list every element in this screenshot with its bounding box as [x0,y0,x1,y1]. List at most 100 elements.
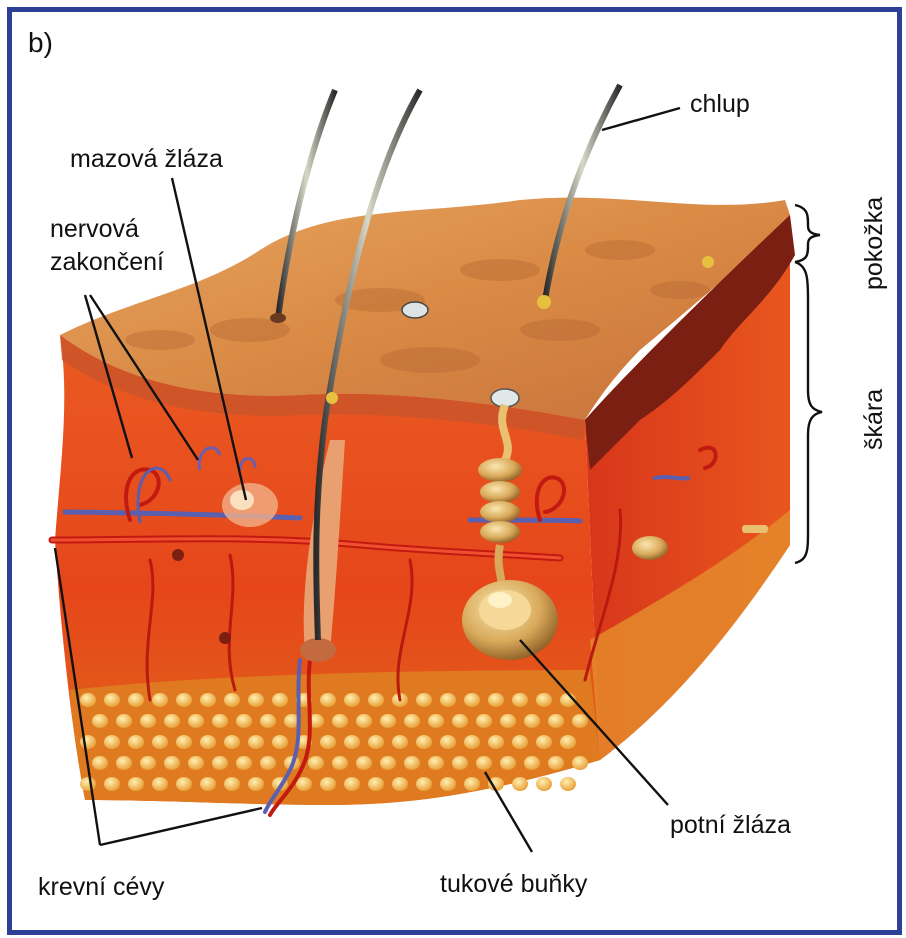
panel-label: b) [28,27,53,58]
fat-cell [104,735,120,749]
fat-cell [380,756,396,770]
fat-cell [224,735,240,749]
fat-cell [236,714,252,728]
fat-cell [80,693,96,707]
fat-cell [428,756,444,770]
fat-cell [212,756,228,770]
label-nerve-endings-line2: zakončení [50,248,164,276]
fat-cell [500,756,516,770]
side-duct [742,525,768,533]
fat-cell [104,693,120,707]
fat-cell [464,735,480,749]
fat-cell [464,693,480,707]
fat-cell [236,756,252,770]
fat-cell [200,693,216,707]
fat-cell [560,777,576,791]
fat-cell [80,777,96,791]
fat-cell [488,693,504,707]
fat-cell [548,714,564,728]
fat-cell [128,693,144,707]
fat-cell [344,777,360,791]
fat-cell [116,756,132,770]
fat-cell [512,777,528,791]
fat-cell [176,693,192,707]
fat-cell [404,714,420,728]
fat-cell [272,693,288,707]
fat-cell [488,735,504,749]
fat-cell [572,756,588,770]
fat-cell [248,693,264,707]
fat-cell [380,714,396,728]
fat-cell [332,714,348,728]
fat-cell [416,693,432,707]
fat-cell [200,735,216,749]
fat-cell [80,735,96,749]
fat-cell [92,756,108,770]
fat-cell [224,777,240,791]
label-sweat-gland: potní žláza [670,811,791,839]
fat-cell [296,777,312,791]
fat-cell [260,714,276,728]
fat-cell [200,777,216,791]
fat-cell [368,693,384,707]
fat-cell [188,714,204,728]
sebaceous-gland [222,483,278,527]
fat-cell [260,756,276,770]
fat-cell [188,756,204,770]
fat-cell [440,735,456,749]
pore [402,302,428,318]
fat-cell [92,714,108,728]
fat-cell [320,777,336,791]
fat-cell [524,714,540,728]
vessels-leader-2 [100,808,262,845]
fat-cell [344,693,360,707]
fat-cell [320,693,336,707]
fat-cell [152,777,168,791]
pore [326,392,338,404]
vessel-section [219,632,231,644]
fat-cell [356,714,372,728]
fat-cell [500,714,516,728]
fat-cell [512,735,528,749]
fat-cell [164,756,180,770]
fat-cell [224,693,240,707]
fat-cell [416,735,432,749]
fat-cell [140,756,156,770]
fat-cell [572,714,588,728]
fat-cell [308,756,324,770]
fat-cell [128,735,144,749]
label-blood-vessels: krevní cévy [38,873,165,901]
dermis-brace [795,262,822,563]
label-dermis: škára [860,389,888,450]
fat-cell [344,735,360,749]
fat-cell [368,777,384,791]
hair-root-2 [270,313,286,323]
pore [702,256,714,268]
fat-cell [548,756,564,770]
label-hair: chlup [690,90,750,118]
fat-cell [176,735,192,749]
fat-cell [152,693,168,707]
fat-cell [404,756,420,770]
fat-cell [440,777,456,791]
fat-cell [164,714,180,728]
vessel-section [172,549,184,561]
label-epidermis: pokožka [860,197,888,290]
fat-cell [152,735,168,749]
hair-leader [602,108,680,130]
epidermis-brace [795,205,820,262]
fat-cell [392,735,408,749]
fat-cell [332,756,348,770]
fat-cell [452,756,468,770]
fat-cell [536,693,552,707]
fat-cell [476,714,492,728]
label-nerve-endings-line1: nervová [50,215,139,243]
fat-cell [560,735,576,749]
label-fat-cells: tukové buňky [440,870,588,898]
hair-root-3 [537,295,551,309]
fat-cell [416,777,432,791]
fat-cell [356,756,372,770]
fat-cell [536,777,552,791]
fat-cell [524,756,540,770]
